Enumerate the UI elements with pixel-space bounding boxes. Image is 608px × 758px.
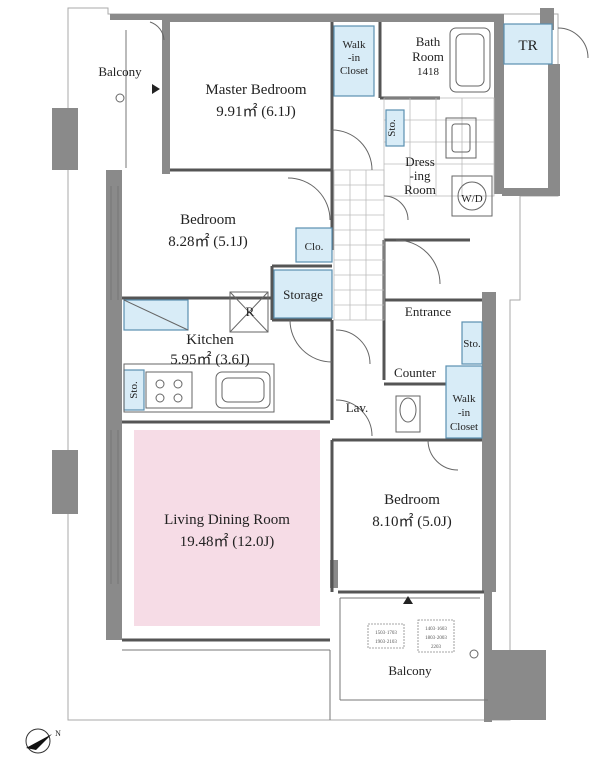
- doors: [149, 21, 589, 471]
- storage-bath: [385, 109, 405, 147]
- storage-entrance-label: Sto.: [463, 338, 481, 350]
- dressing-room-line2: -ing: [410, 168, 431, 183]
- balcony-bottom-label: Balcony: [388, 663, 432, 678]
- counter-label: Counter: [394, 365, 437, 380]
- compass-circle: [25, 728, 51, 754]
- entry-arrow-top: [152, 84, 160, 94]
- window-lines: [110, 30, 488, 720]
- living-name: Living Dining Room: [164, 512, 290, 528]
- dressing-room-line1: Dress: [405, 154, 435, 169]
- bedroom2-name: Bedroom: [384, 492, 440, 508]
- storage-main: [273, 269, 333, 319]
- storage-kitchen-label: Sto.: [128, 381, 140, 399]
- balcony-note-left-2: 1903·2103: [375, 640, 397, 645]
- balcony-note-right-1: 1403·1603: [425, 627, 447, 632]
- master-bedroom-area: 9.91㎡ (6.1J): [216, 103, 296, 120]
- bedroom1-area: 8.28㎡ (5.1J): [168, 233, 248, 250]
- living-dining-floor: [134, 430, 320, 626]
- living-area: 19.48㎡ (12.0J): [180, 533, 275, 550]
- bath-room-line2: Room: [412, 49, 444, 64]
- balcony-note-right-2: 1803·2003: [425, 636, 447, 641]
- walk-in-closet-bedroom2-line2: -in: [458, 407, 471, 419]
- balcony-top-label: Balcony: [98, 64, 142, 79]
- tr-box: [503, 23, 553, 65]
- closet-bedroom1: [295, 227, 333, 263]
- closet-label: Clo.: [305, 241, 324, 253]
- compass-label: N: [55, 729, 61, 738]
- walk-in-closet-master-line3: Closet: [340, 65, 368, 77]
- balcony-note-right-box: [417, 619, 455, 653]
- wd-label: W/D: [461, 193, 482, 205]
- refrigerator-label: R: [246, 304, 255, 319]
- balcony-note-left-box: [367, 623, 405, 649]
- storage-entrance: [461, 321, 483, 365]
- walk-in-closet-master-line2: -in: [348, 52, 361, 64]
- walk-in-closet-bedroom2-line3: Closet: [450, 421, 478, 433]
- storage-bath-label: Sto.: [386, 119, 398, 137]
- kitchen-area: 5.95㎡ (3.6J): [170, 351, 250, 368]
- walk-in-closet-master: [333, 25, 375, 97]
- master-bedroom-name: Master Bedroom: [205, 82, 307, 98]
- lav-label: Lav.: [346, 400, 369, 415]
- bath-room-line3: 1418: [417, 66, 440, 78]
- entry-arrow-bottom: [403, 596, 413, 604]
- compass: N: [25, 728, 61, 754]
- walk-in-closet-bedroom2-line1: Walk: [453, 393, 476, 405]
- storage-areas: [123, 23, 553, 439]
- bedroom1-name: Bedroom: [180, 212, 236, 228]
- tr-label: TR: [518, 38, 537, 54]
- walk-in-closet-master-line1: Walk: [343, 39, 366, 51]
- balcony-note-left-1: 1503·1703: [375, 631, 397, 636]
- dressing-room-line3: Room: [404, 182, 436, 197]
- bedroom2-area: 8.10㎡ (5.0J): [372, 513, 452, 530]
- entrance-label: Entrance: [405, 304, 451, 319]
- bath-fixtures: [115, 27, 493, 659]
- balcony-note-right-3: 2203: [431, 645, 442, 650]
- kitchen-name: Kitchen: [186, 332, 234, 348]
- walk-in-closet-bedroom2: [445, 365, 483, 439]
- bath-room-line1: Bath: [416, 34, 441, 49]
- storage-label: Storage: [283, 287, 323, 302]
- compass-arrow-icon: [26, 734, 52, 750]
